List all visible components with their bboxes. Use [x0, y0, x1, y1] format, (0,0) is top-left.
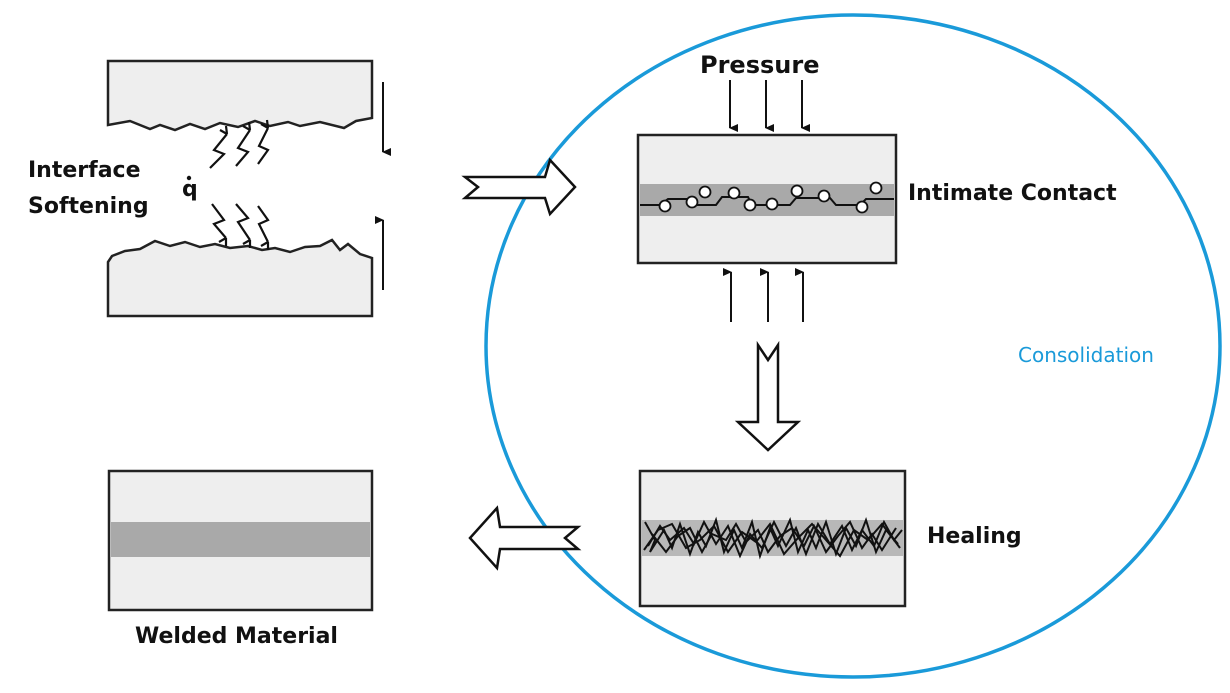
interface-softening-label-line2: Softening: [28, 194, 149, 219]
consolidation-circle: [484, 13, 1222, 679]
heat-flux-bolts: [209, 119, 270, 250]
interface-softening-label-line1: Interface: [28, 158, 141, 183]
pressure-arrows-bottom: [723, 268, 804, 322]
flow-arrow-right: [461, 157, 577, 217]
welded-band: [111, 522, 370, 557]
consolidation-label: Consolidation: [1018, 343, 1154, 367]
heat-flux-dot: [186, 175, 192, 181]
heat-flux-symbol: q: [182, 177, 198, 202]
intimate-contact-label: Intimate Contact: [908, 181, 1117, 206]
entangled-chains: [643, 516, 903, 560]
pressure-arrows-top: [729, 80, 810, 132]
pressure-label: Pressure: [700, 51, 820, 79]
welded-material-label: Welded Material: [135, 624, 338, 649]
flow-arrow-down: [734, 340, 802, 452]
flow-arrow-left: [468, 505, 582, 571]
intimate-contact-stage: [636, 80, 898, 322]
upper-plate: [106, 59, 374, 132]
healing-stage: [638, 469, 907, 608]
voids: [658, 181, 883, 214]
lower-plate: [106, 238, 374, 318]
healing-label: Healing: [927, 524, 1022, 549]
welded-material-stage: [107, 469, 374, 612]
interface-softening-stage: [106, 59, 391, 318]
